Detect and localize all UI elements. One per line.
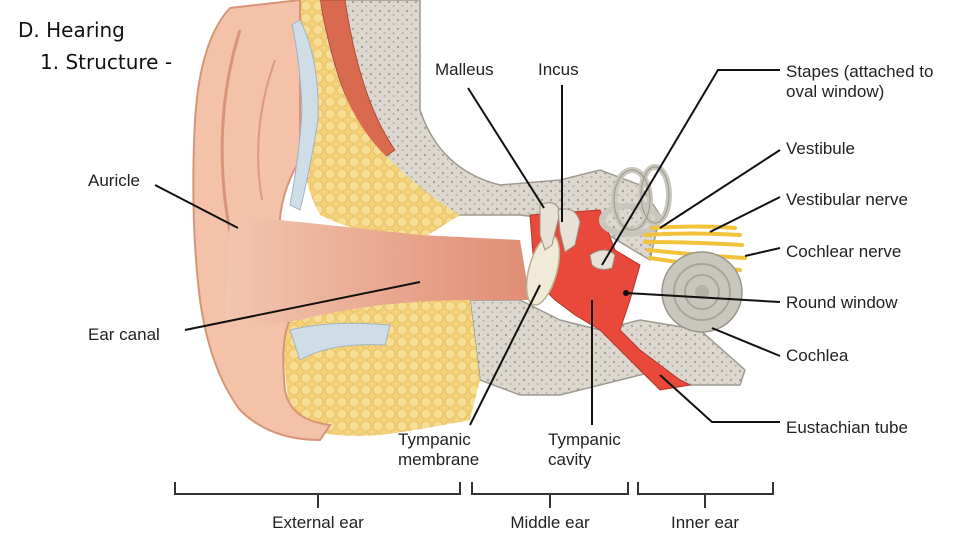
label-stapes-line1: Stapes (attached to xyxy=(786,62,934,81)
stapes-shape xyxy=(589,249,616,270)
label-tympanic-cavity-line2: cavity xyxy=(548,450,592,469)
semicircular-canals-outline xyxy=(613,166,670,231)
leader-lines xyxy=(154,69,781,426)
cartilage-lower xyxy=(289,322,391,361)
auricle-fold-inner xyxy=(257,59,276,201)
label-round-window: Round window xyxy=(786,293,898,312)
temporalis-muscle xyxy=(319,0,396,161)
label-incus: Incus xyxy=(538,60,579,79)
section-brackets xyxy=(174,482,774,508)
slide-heading: D. Hearing xyxy=(18,18,125,42)
label-cochlear-nerve: Cochlear nerve xyxy=(786,242,902,261)
section-external-ear: External ear xyxy=(272,513,364,532)
label-auricle: Auricle xyxy=(88,171,140,190)
ear-canal-shape xyxy=(225,215,530,325)
tympanic-cavity-shape xyxy=(529,209,692,391)
cartilage-upper xyxy=(289,19,319,211)
malleus-shape xyxy=(539,202,561,251)
label-tympanic-membrane: Tympanic membrane xyxy=(398,430,479,470)
label-ear-canal: Ear canal xyxy=(88,325,160,344)
label-vestibule: Vestibule xyxy=(786,139,855,158)
section-inner-ear: Inner ear xyxy=(670,513,740,532)
label-tympanic-membrane-line1: Tympanic xyxy=(398,430,471,449)
incus-shape xyxy=(557,208,581,253)
label-stapes: Stapes (attached to oval window) xyxy=(786,62,933,102)
fat-tissue-upper xyxy=(295,0,460,240)
label-tympanic-membrane-line2: membrane xyxy=(398,450,480,469)
label-vestibular-nerve: Vestibular nerve xyxy=(786,190,908,209)
label-malleus: Malleus xyxy=(435,60,494,79)
label-cochlea: Cochlea xyxy=(786,346,849,365)
label-tympanic-cavity-line1: Tympanic xyxy=(548,430,621,449)
label-tympanic-cavity: Tympanic cavity xyxy=(548,430,621,470)
fat-tissue-lower xyxy=(280,300,480,436)
label-stapes-line2: oval window) xyxy=(786,82,885,101)
slide-subheading: 1. Structure - xyxy=(40,50,173,74)
section-middle-ear: Middle ear xyxy=(510,513,590,532)
cochlea-shape xyxy=(661,251,743,333)
label-eustachian-tube: Eustachian tube xyxy=(786,418,908,437)
temporal-bone-lower xyxy=(469,299,746,396)
